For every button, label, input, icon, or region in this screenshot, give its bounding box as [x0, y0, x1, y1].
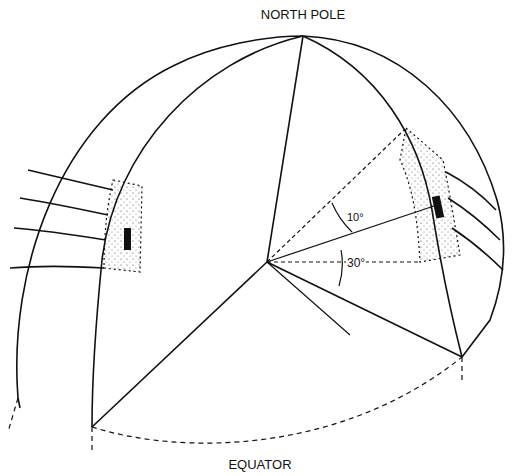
pole-label: NORTH POLE — [260, 8, 346, 21]
angle-label: 10° — [346, 212, 365, 223]
equator-label: EQUATOR — [227, 458, 292, 471]
angle-label: 30° — [346, 257, 366, 269]
